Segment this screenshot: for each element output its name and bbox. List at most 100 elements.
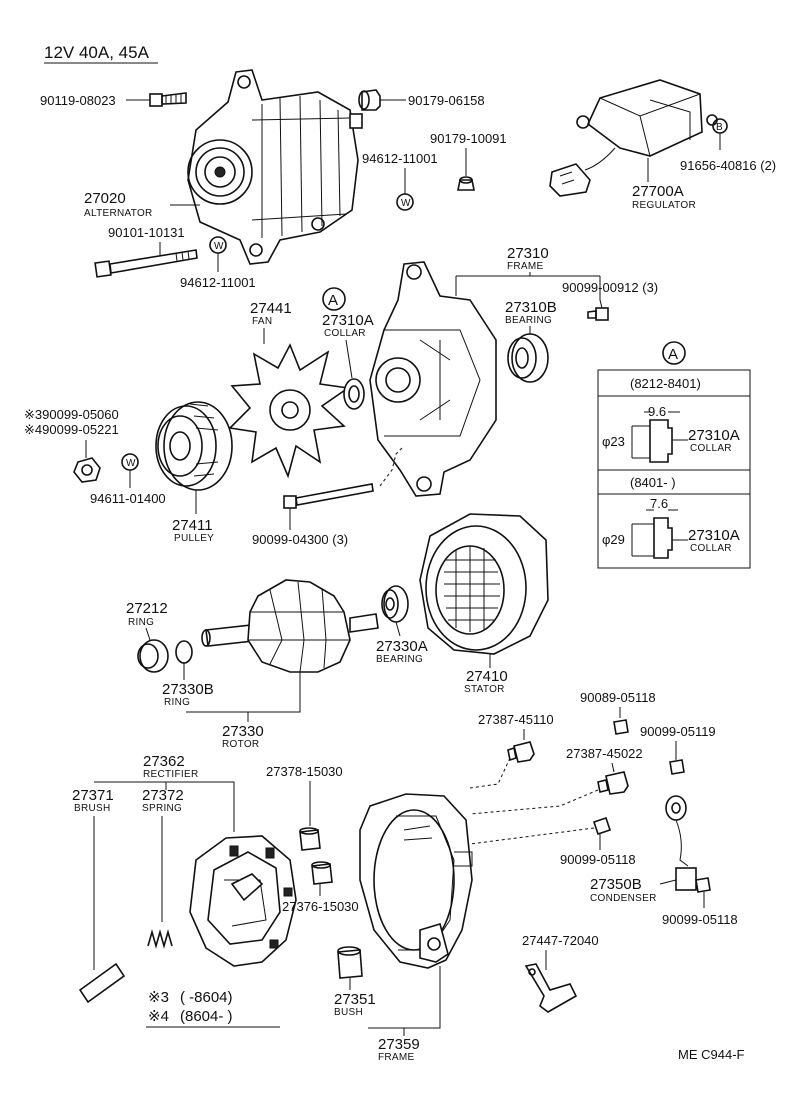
detail-a-box bbox=[597, 369, 751, 569]
label-through-bolt: 90099-04300 (3) bbox=[252, 532, 348, 547]
label-washer-1: 94612-11001 bbox=[362, 151, 438, 166]
nut-pulley-drawing bbox=[73, 457, 101, 483]
rectifier-drawing bbox=[189, 835, 297, 967]
label-frame-rear-name: FRAME bbox=[378, 1052, 415, 1063]
label-bearing-front-number: 27310B bbox=[505, 299, 557, 316]
svg-text:B: B bbox=[716, 122, 723, 133]
label-collar-name: COLLAR bbox=[324, 328, 366, 339]
label-condenser-name: CONDENSER bbox=[590, 893, 657, 904]
nut-rear-1-drawing bbox=[613, 719, 629, 735]
rotor-drawing bbox=[201, 579, 379, 673]
variant-4-range: (8604- ) bbox=[180, 1008, 233, 1025]
detail-a-part-1-number: 27310A bbox=[688, 427, 740, 444]
label-washer-pulley: 94611-01400 bbox=[90, 491, 166, 506]
label-washer-2: 94612-11001 bbox=[180, 275, 256, 290]
detail-a-icon bbox=[662, 341, 686, 365]
label-bearing-rear-number: 27330A bbox=[376, 638, 428, 655]
label-alternator-number: 27020 bbox=[84, 190, 126, 207]
label-nut-rear-2: 90099-05119 bbox=[640, 724, 716, 739]
collar-drawing bbox=[343, 378, 365, 410]
detail-a-width-1: 9.6 bbox=[648, 404, 666, 419]
label-rectifier-number: 27362 bbox=[143, 753, 185, 770]
stay-drawing bbox=[524, 963, 578, 1013]
label-terminal-2: 27387-45022 bbox=[566, 746, 643, 761]
nut-rear-3-drawing bbox=[592, 816, 612, 836]
label-rectifier-name: RECTIFIER bbox=[143, 769, 198, 780]
detail-a-range-2: (8401- ) bbox=[630, 475, 676, 490]
svg-text:W: W bbox=[401, 198, 411, 209]
label-brush-name: BRUSH bbox=[74, 803, 111, 814]
detail-collar-1-drawing bbox=[631, 411, 680, 463]
label-pulley-name: PULLEY bbox=[174, 533, 214, 544]
detail-a-dia-2: φ29 bbox=[602, 532, 625, 547]
label-spring-number: 27372 bbox=[142, 787, 184, 804]
ring-b-icon bbox=[175, 640, 193, 664]
label-regulator-number: 27700A bbox=[632, 183, 684, 200]
bearing-rear-drawing bbox=[381, 585, 409, 623]
label-stator-number: 27410 bbox=[466, 668, 508, 685]
label-nut-variant-4: ※490099-05221 bbox=[24, 422, 119, 437]
label-ring-number: 27212 bbox=[126, 600, 168, 617]
insulator-1-drawing bbox=[299, 827, 321, 851]
detail-a-part-1-name: COLLAR bbox=[690, 443, 732, 454]
label-frame-front-name: FRAME bbox=[507, 261, 544, 272]
label-regulator-screw: 91656-40816 (2) bbox=[680, 158, 776, 173]
ring-drawing bbox=[137, 639, 169, 673]
label-ring-name: RING bbox=[128, 617, 154, 628]
variant-3-range: ( -8604) bbox=[180, 989, 233, 1006]
diagram-title: 12V 40A, 45A bbox=[44, 43, 150, 62]
fan-drawing bbox=[228, 343, 351, 479]
svg-text:W: W bbox=[126, 458, 136, 469]
detail-a-range-1: (8212-8401) bbox=[630, 376, 701, 391]
svg-text:W: W bbox=[214, 241, 224, 252]
label-stay: 27447-72040 bbox=[522, 933, 599, 948]
detail-a-dia-1: φ23 bbox=[602, 434, 625, 449]
label-ring-b-name: RING bbox=[164, 697, 190, 708]
insulator-2-drawing bbox=[311, 861, 333, 885]
label-rotor-name: ROTOR bbox=[222, 739, 259, 750]
pulley-drawing bbox=[155, 401, 233, 491]
washer-1-icon bbox=[396, 193, 414, 211]
label-cap-top: 90179-06158 bbox=[408, 93, 485, 108]
label-nut-rear-4: 90099-05118 bbox=[662, 912, 738, 927]
label-fan-name: FAN bbox=[252, 316, 272, 327]
label-insulator-2: 27376-15030 bbox=[282, 899, 359, 914]
variant-4-mark: ※4 bbox=[148, 1008, 169, 1025]
brush-drawing bbox=[78, 962, 126, 1004]
label-regulator-name: REGULATOR bbox=[632, 200, 696, 211]
nut-rear-4-drawing bbox=[695, 877, 711, 893]
through-bolt-drawing bbox=[283, 483, 374, 509]
nut-rear-2-drawing bbox=[669, 759, 685, 775]
bolt-top-drawing bbox=[149, 92, 187, 107]
detail-a-part-2-number: 27310A bbox=[688, 527, 740, 544]
detail-a-part-2-name: COLLAR bbox=[690, 543, 732, 554]
frame-rear-drawing bbox=[359, 793, 473, 969]
variant-3-mark: ※3 bbox=[148, 989, 169, 1006]
frame-front-drawing bbox=[369, 261, 497, 497]
alternator-drawing bbox=[187, 69, 363, 265]
label-bearing-rear-name: BEARING bbox=[376, 654, 423, 665]
detail-a-label: A bbox=[668, 346, 678, 363]
nut-small-drawing bbox=[457, 176, 475, 191]
label-bearing-front-name: BEARING bbox=[505, 315, 552, 326]
label-nut-small: 90179-10091 bbox=[430, 131, 507, 146]
terminal-1-drawing bbox=[507, 741, 535, 763]
label-insulator-1: 27378-15030 bbox=[266, 764, 343, 779]
label-alternator-name: ALTERNATOR bbox=[84, 208, 153, 219]
label-brush-number: 27371 bbox=[72, 787, 114, 804]
callout-a-icon bbox=[322, 287, 346, 311]
detail-a-width-2: 7.6 bbox=[650, 496, 668, 511]
callout-a: A bbox=[328, 292, 338, 309]
stator-drawing bbox=[419, 513, 549, 655]
label-fan-number: 27441 bbox=[250, 300, 292, 317]
label-frame-rear-number: 27359 bbox=[378, 1036, 420, 1053]
cap-top-drawing bbox=[358, 89, 381, 111]
label-long-bolt: 90101-10131 bbox=[108, 225, 185, 240]
terminal-2-drawing bbox=[597, 771, 629, 795]
label-nut-rear-1: 90089-05118 bbox=[580, 690, 656, 705]
label-collar-number: 27310A bbox=[322, 312, 374, 329]
label-terminal-1: 27387-45110 bbox=[478, 712, 554, 727]
label-bush-name: BUSH bbox=[334, 1007, 363, 1018]
label-pulley-number: 27411 bbox=[172, 517, 213, 534]
